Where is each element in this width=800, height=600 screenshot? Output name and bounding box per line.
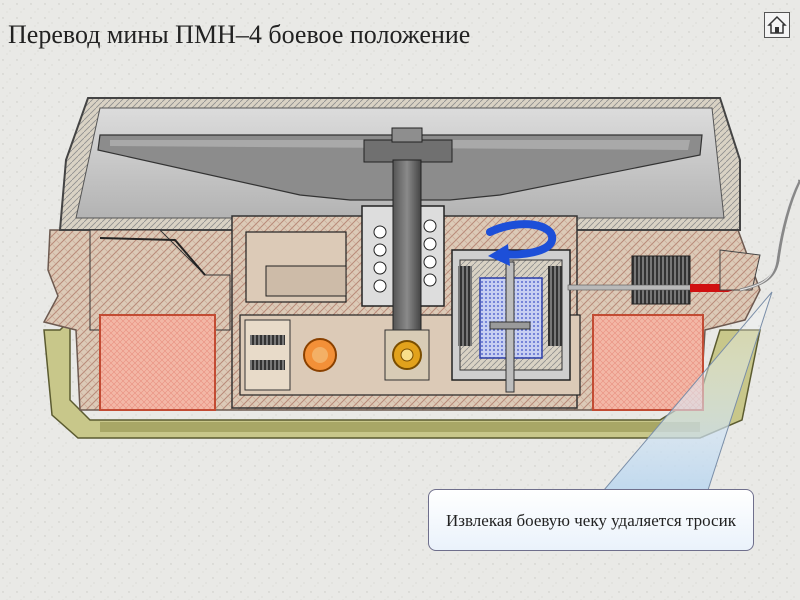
detonator-cap-center-core <box>400 348 414 362</box>
fuse-chamber-inner <box>265 265 347 297</box>
spring-coils-left <box>373 225 387 293</box>
home-icon <box>767 15 787 34</box>
side-plug <box>719 249 761 291</box>
fuse-spring-left <box>458 266 472 346</box>
slide-title: Перевод мины ПМН–4 боевое положение <box>8 20 471 49</box>
left-groove <box>99 237 206 276</box>
pin-coil <box>631 255 691 305</box>
pull-cord-highlight <box>739 180 799 291</box>
left-insert <box>89 229 231 331</box>
rotation-arrow-icon <box>486 220 557 266</box>
callout-box: Извлекая боевую чеку удаляется тросик <box>428 489 754 551</box>
base-plate <box>100 422 700 432</box>
charge-left <box>99 314 216 411</box>
detonator-cap-left-core <box>312 347 328 363</box>
rod-cap <box>363 139 453 163</box>
striker-rod <box>392 159 422 341</box>
fuse-pin-washer <box>489 321 531 330</box>
home-button[interactable] <box>764 12 790 38</box>
spring-coils-right <box>423 219 437 287</box>
slider-spring-bottom <box>250 360 285 370</box>
rod-head <box>391 127 423 143</box>
slider-spring-top <box>250 335 285 345</box>
slider-block <box>244 319 291 391</box>
fuse-spring-right <box>548 266 562 346</box>
